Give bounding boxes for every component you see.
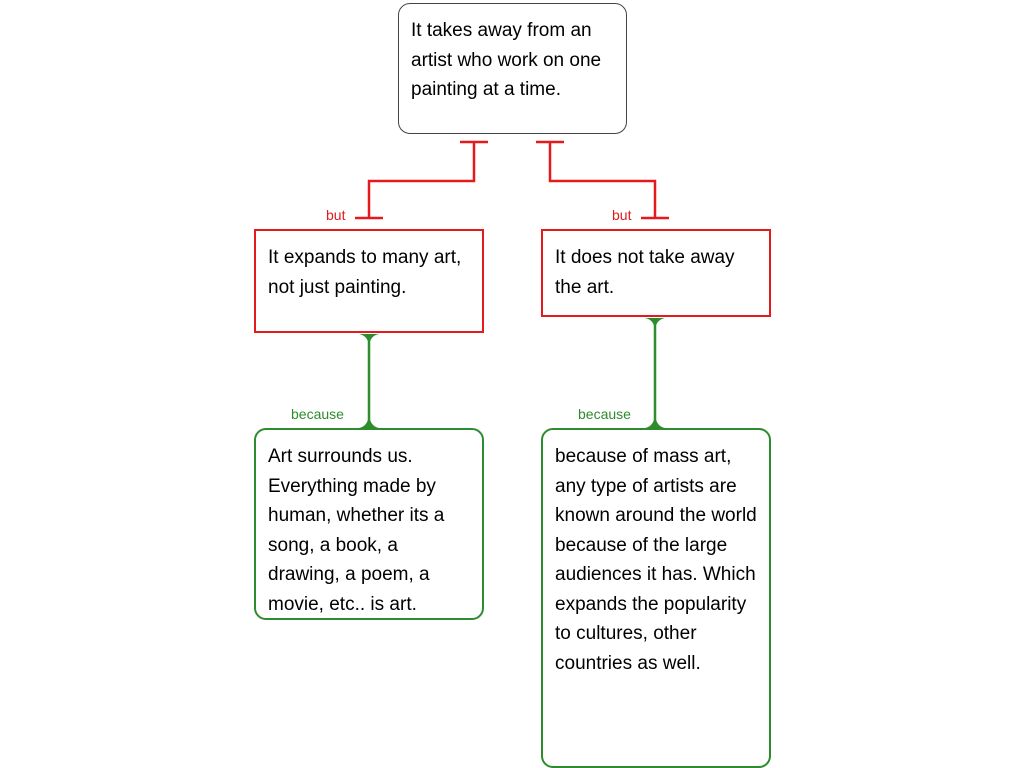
connector-but-right — [536, 140, 669, 220]
connector-because-left — [359, 334, 379, 428]
reason-text-right: because of mass art, any type of artists… — [555, 446, 757, 674]
reason-box-left[interactable]: Art surrounds us. Everything made by hum… — [254, 428, 484, 620]
but-label-left: but — [326, 207, 346, 223]
but-label-right: but — [612, 207, 632, 223]
reason-box-right[interactable]: because of mass art, any type of artists… — [541, 428, 771, 768]
because-label-right: because — [578, 406, 631, 422]
claim-text: It takes away from an artist who work on… — [411, 20, 602, 100]
objection-box-left[interactable]: It expands to many art, not just paintin… — [254, 229, 484, 333]
objection-text-left: It expands to many art, not just paintin… — [268, 247, 462, 298]
because-label-left: because — [291, 406, 344, 422]
objection-box-right[interactable]: It does not take away the art. — [541, 229, 771, 317]
objection-text-right: It does not take away the art. — [555, 247, 735, 298]
connector-because-right — [645, 318, 665, 428]
connector-but-left — [355, 140, 488, 220]
claim-box[interactable]: It takes away from an artist who work on… — [398, 3, 627, 134]
reason-text-left: Art surrounds us. Everything made by hum… — [268, 446, 445, 615]
